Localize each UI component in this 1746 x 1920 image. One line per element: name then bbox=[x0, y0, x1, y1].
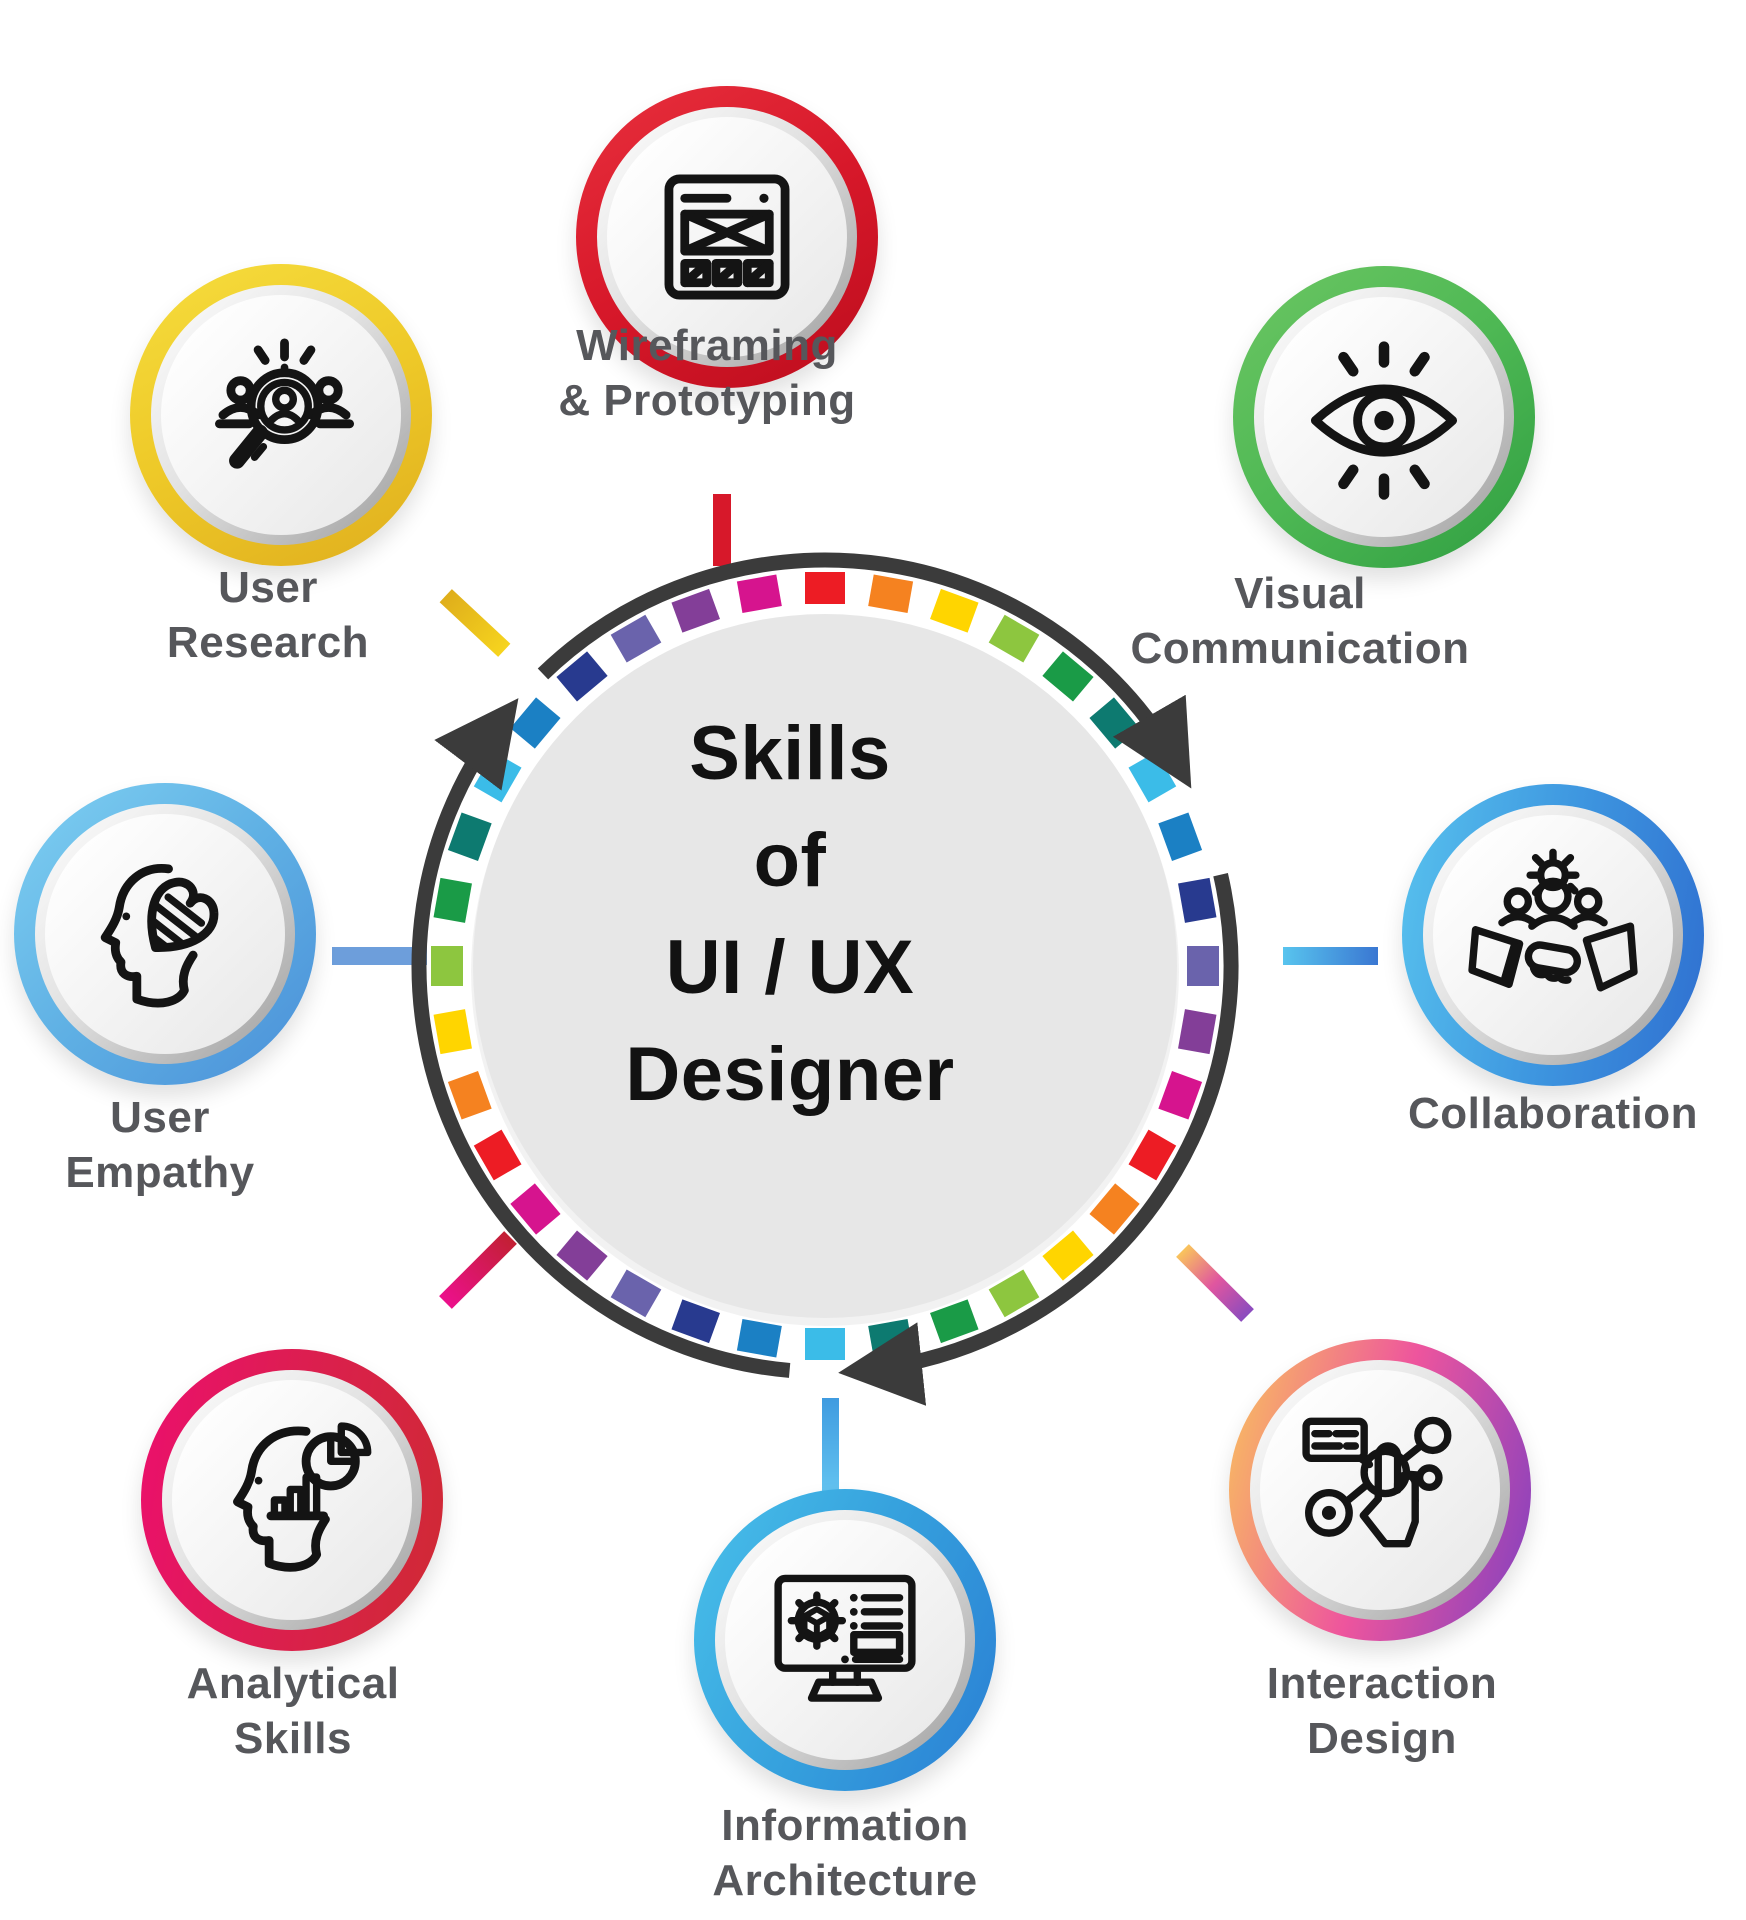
node-bevel bbox=[1423, 805, 1683, 1065]
node-ring bbox=[1402, 784, 1704, 1086]
title-line: Skills bbox=[689, 711, 891, 796]
skill-label-collaboration: Collaboration bbox=[1293, 1086, 1746, 1141]
center-disc bbox=[473, 614, 1177, 1318]
node-ring bbox=[1229, 1339, 1531, 1641]
connector-bottom-left bbox=[439, 1231, 517, 1309]
label-line: Skills bbox=[234, 1714, 352, 1763]
label-line: Empathy bbox=[65, 1148, 255, 1197]
connector-bottom bbox=[822, 1398, 839, 1492]
connector-top bbox=[713, 494, 731, 566]
node-bevel bbox=[162, 1370, 422, 1630]
node-face bbox=[725, 1520, 965, 1760]
monitor-gear-icon bbox=[774, 1574, 916, 1702]
node-ring bbox=[1233, 266, 1535, 568]
skill-label-information-architecture: Information Architecture bbox=[585, 1798, 1105, 1908]
skill-node-information-architecture bbox=[694, 1489, 996, 1791]
wireframe-icon bbox=[664, 174, 790, 300]
skill-label-wireframing-prototyping: Wireframing & Prototyping bbox=[447, 318, 967, 428]
node-bevel bbox=[1254, 287, 1514, 547]
skill-label-user-empathy: User Empathy bbox=[0, 1090, 420, 1200]
head-heart-icon bbox=[100, 864, 219, 1008]
title-line: of bbox=[753, 818, 827, 903]
skill-node-analytical-skills bbox=[141, 1349, 443, 1651]
center-title: Skills of UI / UX Designer bbox=[510, 700, 1070, 1128]
node-bevel bbox=[35, 804, 295, 1064]
node-face bbox=[1260, 1370, 1500, 1610]
label-line: Research bbox=[166, 618, 370, 667]
label-line: Design bbox=[1307, 1714, 1457, 1763]
node-bevel bbox=[715, 1510, 975, 1770]
title-line: UI / UX bbox=[665, 925, 915, 1010]
label-line: User bbox=[110, 1093, 210, 1142]
skill-node-collaboration bbox=[1402, 784, 1704, 1086]
touch-gesture-icon bbox=[1302, 1416, 1452, 1548]
handshake-icon bbox=[1468, 848, 1638, 992]
skill-label-interaction-design: Interaction Design bbox=[1122, 1656, 1642, 1766]
node-bevel bbox=[151, 285, 411, 545]
label-line: User bbox=[218, 563, 318, 612]
label-line: Architecture bbox=[712, 1856, 978, 1905]
node-bevel bbox=[597, 107, 857, 367]
connector-left bbox=[332, 947, 427, 965]
skill-node-interaction-design bbox=[1229, 1339, 1531, 1641]
label-line: Communication bbox=[1130, 624, 1470, 673]
node-face bbox=[1264, 297, 1504, 537]
connector-bottom-right bbox=[1176, 1244, 1254, 1322]
node-ring bbox=[130, 264, 432, 566]
node-face bbox=[607, 117, 847, 357]
label-line: & Prototyping bbox=[558, 376, 856, 425]
skill-node-visual-communication bbox=[1233, 266, 1535, 568]
connector-top-left bbox=[439, 589, 511, 657]
skill-label-visual-communication: Visual Communication bbox=[1040, 566, 1560, 676]
title-line: Designer bbox=[625, 1032, 955, 1117]
label-line: Information bbox=[721, 1801, 969, 1850]
node-face bbox=[172, 1380, 412, 1620]
node-ring bbox=[694, 1489, 996, 1791]
skill-node-user-research bbox=[130, 264, 432, 566]
node-bevel bbox=[1250, 1360, 1510, 1620]
label-line: Collaboration bbox=[1407, 1089, 1699, 1138]
cycle-arrows bbox=[411, 552, 1239, 1406]
skill-node-wireframing-prototyping bbox=[576, 86, 878, 388]
label-line: Analytical bbox=[186, 1659, 400, 1708]
label-line: Visual bbox=[1234, 569, 1366, 618]
label-line: Wireframing bbox=[576, 321, 838, 370]
skill-label-user-research: User Research bbox=[8, 560, 528, 670]
connector-right bbox=[1283, 947, 1378, 965]
node-face bbox=[1433, 815, 1673, 1055]
magnifier-people-icon bbox=[215, 338, 355, 469]
skill-node-user-empathy bbox=[14, 783, 316, 1085]
skill-label-analytical-skills: Analytical Skills bbox=[33, 1656, 553, 1766]
node-face bbox=[45, 814, 285, 1054]
node-ring bbox=[576, 86, 878, 388]
node-ring bbox=[14, 783, 316, 1085]
label-line: Interaction bbox=[1266, 1659, 1498, 1708]
node-face bbox=[161, 295, 401, 535]
head-chart-icon bbox=[233, 1422, 372, 1572]
eye-icon bbox=[1310, 341, 1458, 500]
node-ring bbox=[141, 1349, 443, 1651]
